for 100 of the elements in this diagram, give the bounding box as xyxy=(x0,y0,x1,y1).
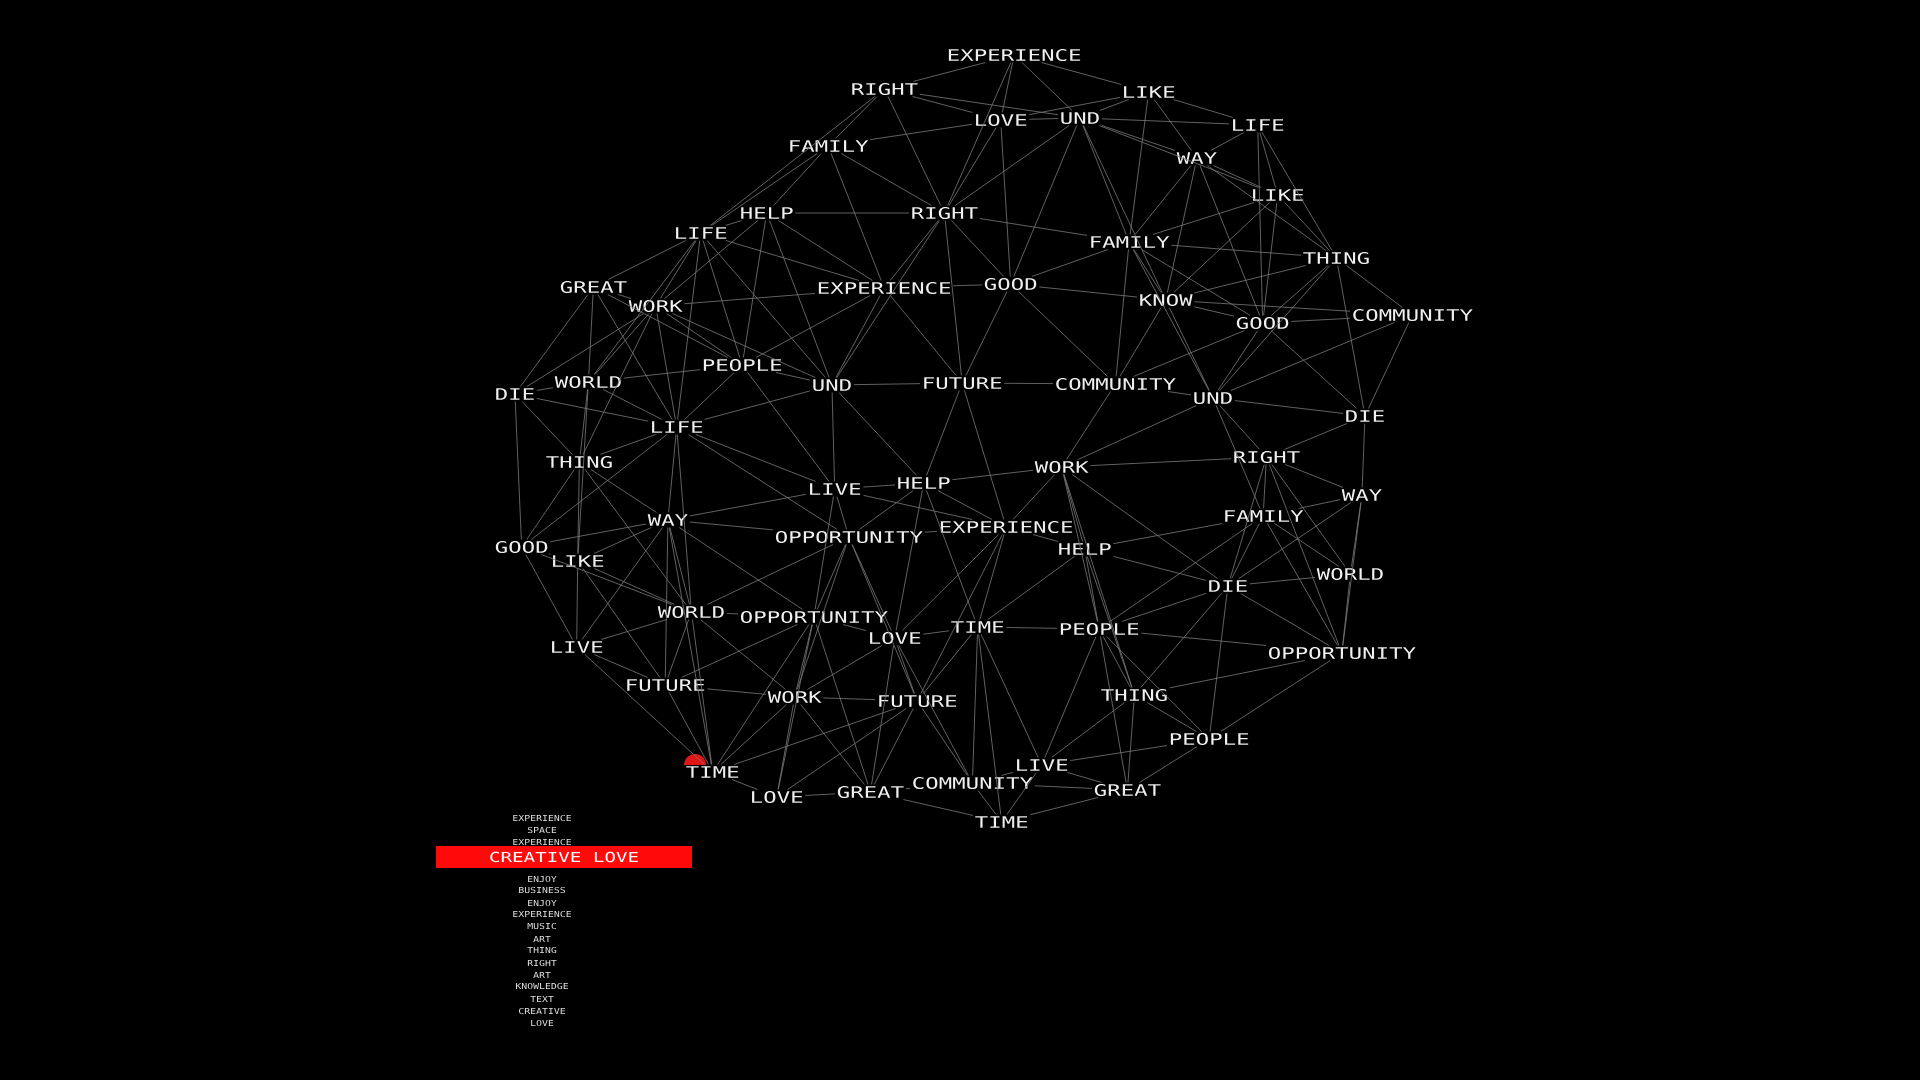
connector-line xyxy=(1083,125,1163,293)
connector-line xyxy=(978,634,1002,815)
connector-line xyxy=(1368,322,1410,409)
connector-line xyxy=(922,634,972,694)
connector-line xyxy=(1361,423,1366,488)
word-label: WAY xyxy=(1341,489,1382,501)
connector-line xyxy=(704,390,811,420)
connector-line xyxy=(979,218,1088,236)
connector-line xyxy=(1112,556,1207,581)
word-label: WORLD xyxy=(657,605,724,619)
connector-line xyxy=(706,240,826,378)
connector-line xyxy=(1140,632,1267,646)
word-label: TIME xyxy=(686,766,739,778)
connector-line xyxy=(1193,301,1351,312)
list-word: ENJOY xyxy=(528,875,557,883)
connector-line xyxy=(608,240,687,280)
connector-line xyxy=(912,62,986,82)
connector-line xyxy=(548,553,551,555)
connector-line xyxy=(1207,165,1327,251)
connector-line xyxy=(926,390,960,476)
connector-line xyxy=(901,534,999,631)
connector-line xyxy=(921,708,968,776)
connector-line xyxy=(541,554,673,605)
connector-line xyxy=(669,527,690,605)
connector-line xyxy=(920,534,1003,694)
connector-line xyxy=(1229,464,1265,579)
connector-line xyxy=(747,372,830,482)
connector-line xyxy=(1290,317,1351,322)
highlight-bar: CREATIVE LOVE xyxy=(436,846,692,868)
connector-line xyxy=(731,779,758,790)
connector-line xyxy=(1270,265,1329,316)
connector-line xyxy=(600,434,657,455)
list-word: MUSIC xyxy=(527,922,557,930)
connector-line xyxy=(668,692,709,765)
list-word: TEXT xyxy=(530,996,554,1002)
connector-line xyxy=(1193,306,1235,317)
word-label: HELP xyxy=(898,477,950,489)
connector-line xyxy=(549,523,647,543)
word-label: PEOPLE xyxy=(703,358,782,372)
connector-line xyxy=(577,469,580,554)
connector-line xyxy=(1169,660,1305,689)
connector-line xyxy=(1168,307,1210,391)
connector-line xyxy=(1284,202,1330,251)
connector-line xyxy=(526,469,575,540)
connector-line xyxy=(593,654,648,678)
connector-line xyxy=(1271,464,1346,567)
connector-line xyxy=(822,697,876,700)
connector-line xyxy=(582,568,661,678)
connector-line xyxy=(835,295,881,378)
word-label: FAMILY xyxy=(790,140,869,152)
connector-line xyxy=(1152,202,1255,235)
connector-line xyxy=(734,708,896,765)
word-label: WAY xyxy=(647,514,688,526)
connector-line xyxy=(717,624,810,765)
word-label: KNOW xyxy=(1140,293,1193,307)
word-label: COMMUNITY xyxy=(913,777,1033,790)
connector-line xyxy=(1119,307,1162,377)
connector-line xyxy=(656,313,676,420)
connector-line xyxy=(725,220,743,226)
connector-line xyxy=(1298,499,1341,509)
connector-line xyxy=(800,704,865,785)
connector-line xyxy=(896,645,915,694)
connector-line xyxy=(593,527,652,554)
connector-line xyxy=(668,527,712,765)
connector-line xyxy=(1249,577,1316,585)
word-label: DIE xyxy=(1209,580,1247,592)
connector-line xyxy=(1263,464,1267,509)
connector-line xyxy=(816,544,846,610)
connector-line xyxy=(688,434,838,530)
connector-line xyxy=(1153,99,1192,151)
connector-line xyxy=(681,624,798,678)
connector-line xyxy=(952,284,983,287)
connector-line xyxy=(835,96,878,139)
connector-line xyxy=(588,294,594,375)
word-label: TIME xyxy=(975,816,1028,828)
connector-line xyxy=(672,313,816,378)
connector-line xyxy=(1240,593,1330,646)
connector-line xyxy=(1132,249,1210,391)
connector-line xyxy=(1140,593,1222,688)
word-label: HELP xyxy=(741,207,793,219)
connector-line xyxy=(725,240,860,281)
connector-line xyxy=(979,534,1005,620)
connector-line xyxy=(659,240,697,299)
list-word: THING xyxy=(527,946,557,954)
connector-line xyxy=(702,240,741,358)
word-label: LIKE xyxy=(553,555,604,567)
connector-line xyxy=(1257,132,1263,316)
connector-line xyxy=(536,398,649,422)
connector-line xyxy=(1127,702,1135,783)
connector-line xyxy=(664,527,669,678)
connector-line xyxy=(964,390,1005,520)
word-label: FAMILY xyxy=(1225,510,1304,522)
list-word: EXPERIENCE xyxy=(513,910,571,918)
connector-line xyxy=(1146,702,1197,732)
word-label: HELP xyxy=(1059,543,1111,555)
word-label: UND xyxy=(813,379,851,392)
connector-line xyxy=(1261,132,1333,251)
connector-line xyxy=(720,704,787,765)
connector-line xyxy=(831,392,835,482)
connector-line xyxy=(965,291,1008,376)
